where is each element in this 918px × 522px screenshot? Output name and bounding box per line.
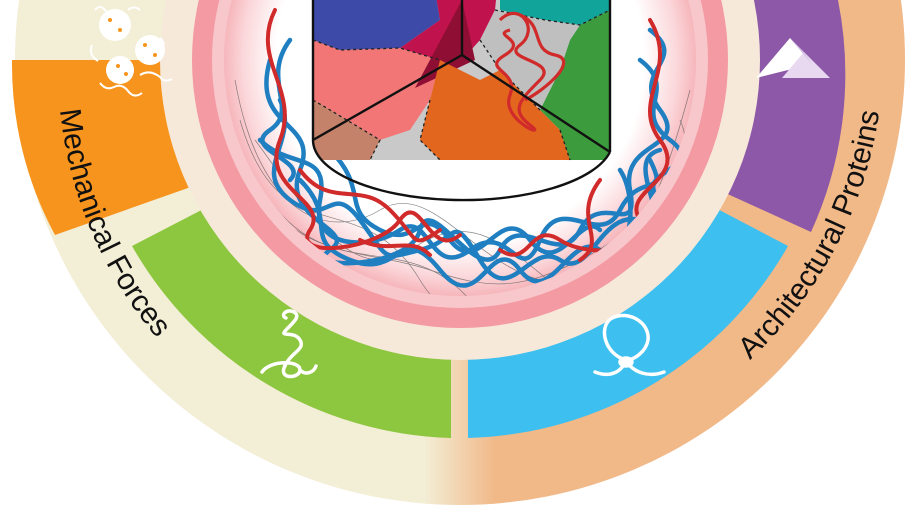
- territory-loops: [495, 11, 566, 132]
- territory-orange: [420, 60, 570, 160]
- coiled-fiber-icon: [260, 309, 318, 379]
- segment-architectural-bottom: [468, 203, 788, 438]
- chromosome-territory-sphere: [311, 0, 612, 202]
- chromatin-loop-icon: [593, 313, 666, 377]
- territory-darkred: [415, 0, 475, 88]
- territory-salmon: [313, 40, 440, 140]
- wedge-outline: [311, 0, 612, 202]
- territory-green: [540, 10, 610, 160]
- segment-architectural-top: [710, 0, 846, 232]
- segment-mechanical-bottom: [132, 203, 451, 438]
- territory-crimson: [400, 0, 500, 60]
- mountain-peaks-icon: [756, 38, 830, 78]
- chromatin-globules-icon: [89, 6, 173, 97]
- segment-ring: [11, 0, 846, 438]
- territory-blue: [313, 0, 440, 50]
- territory-teal: [500, 0, 610, 25]
- territory-brown: [313, 100, 380, 160]
- segment-mechanical-top: [11, 60, 205, 235]
